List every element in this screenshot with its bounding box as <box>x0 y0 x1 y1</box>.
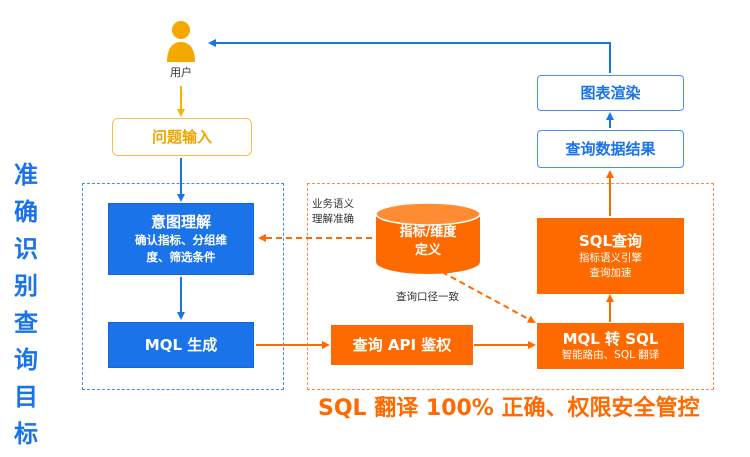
left-title-char-5: 查 <box>14 309 38 337</box>
query-result-title: 查询数据结果 <box>565 140 656 158</box>
left-title-char-2: 确 <box>14 198 38 226</box>
mql-node[interactable]: MQL 生成 <box>108 322 254 368</box>
intent-title: 意图理解 <box>150 213 211 231</box>
metric-definition-label: 指标/维度 定义 <box>374 224 482 260</box>
intent-node[interactable]: 意图理解 确认指标、分组维 度、筛选条件 <box>108 203 254 275</box>
arrow-metric-to-mqlsql <box>441 271 536 323</box>
region-intent-recognition <box>82 183 284 390</box>
mql-title: MQL 生成 <box>144 336 218 354</box>
left-title-char-8: 标 <box>14 420 38 448</box>
question-input-node[interactable]: 问题输入 <box>112 118 252 156</box>
mql-to-sql-node[interactable]: MQL 转 SQL 智能路由、SQL 翻译 <box>537 323 684 369</box>
sql-query-detail-line1: 指标语义引擎 <box>579 252 642 264</box>
left-title-char-1: 准 <box>14 161 38 189</box>
left-title-char-6: 询 <box>14 346 38 374</box>
sql-query-title: SQL查询 <box>578 232 643 250</box>
sql-query-node[interactable]: SQL查询 指标语义引擎 查询加速 <box>537 218 684 294</box>
semantic-annotation-line2: 理解准确 <box>312 213 354 225</box>
left-title-char-7: 目 <box>14 383 38 411</box>
intent-detail-line2: 度、筛选条件 <box>146 250 216 264</box>
bottom-region-title: SQL 翻译 100% 正确、权限安全管控 <box>318 396 700 421</box>
api-auth-node[interactable]: 查询 API 鉴权 <box>331 325 473 365</box>
intent-detail-line1: 确认指标、分组维 <box>135 233 227 247</box>
user-icon <box>167 21 195 62</box>
mql-to-sql-title: MQL 转 SQL <box>562 329 659 348</box>
semantic-annotation-line1: 业务语义 <box>312 198 354 210</box>
query-result-node[interactable]: 查询数据结果 <box>537 130 684 168</box>
left-title-char-3: 识 <box>14 235 38 263</box>
semantic-annotation: 业务语义 理解准确 <box>312 197 354 227</box>
left-region-title: 准 确 识 别 查 询 目 标 <box>8 157 44 453</box>
left-title-char-4: 别 <box>14 272 38 300</box>
metric-definition-cylinder[interactable] <box>374 202 482 276</box>
api-auth-title: 查询 API 鉴权 <box>352 336 452 354</box>
metric-definition-line1: 指标/维度 <box>399 225 457 240</box>
sql-query-detail-line2: 查询加速 <box>589 267 632 279</box>
metric-definition-line2: 定义 <box>414 243 441 258</box>
region-sql-translation <box>307 183 714 390</box>
chart-render-title: 图表渲染 <box>580 84 641 102</box>
user-label: 用户 <box>170 66 192 79</box>
arrow-render-to-user <box>208 39 611 73</box>
chart-render-node[interactable]: 图表渲染 <box>537 75 684 111</box>
consistency-annotation: 查询口径一致 <box>396 291 459 303</box>
mql-to-sql-detail: 智能路由、SQL 翻译 <box>561 348 660 361</box>
question-input-label: 问题输入 <box>151 128 212 146</box>
